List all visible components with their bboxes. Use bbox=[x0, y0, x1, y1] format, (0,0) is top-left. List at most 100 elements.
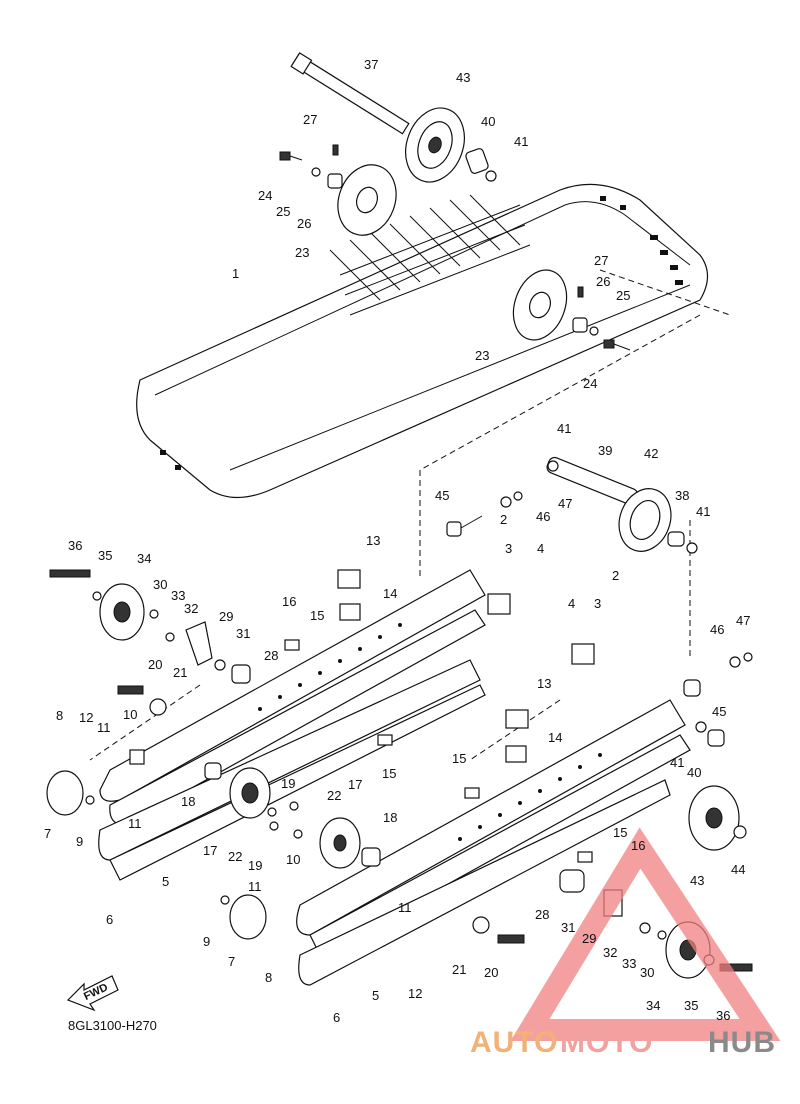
rear-axle-group bbox=[446, 456, 698, 554]
idler-wheel-42 bbox=[618, 488, 672, 552]
callout-18-2: 18 bbox=[383, 810, 397, 825]
callout-6-2: 6 bbox=[333, 1010, 340, 1025]
callout-13: 13 bbox=[366, 533, 380, 548]
callout-26: 26 bbox=[297, 216, 311, 231]
callout-5: 5 bbox=[162, 874, 169, 889]
idler-wheel-23-top bbox=[337, 164, 397, 236]
watermark-moto: MOTO bbox=[560, 1026, 653, 1059]
callout-19: 19 bbox=[281, 776, 295, 791]
left-slide-rail bbox=[98, 569, 486, 881]
right-slide-rail bbox=[296, 699, 691, 986]
callout-8-2: 8 bbox=[265, 970, 272, 985]
callout-29: 29 bbox=[219, 609, 233, 624]
callout-14-2: 14 bbox=[548, 730, 562, 745]
callout-14: 14 bbox=[383, 586, 397, 601]
callout-43: 43 bbox=[456, 70, 470, 85]
callout-21: 21 bbox=[173, 665, 187, 680]
callout-3-2: 3 bbox=[594, 596, 601, 611]
callout-26-2: 26 bbox=[596, 274, 610, 289]
callout-36-2: 36 bbox=[716, 1008, 730, 1023]
callout-32: 32 bbox=[184, 601, 198, 616]
callout-15-3: 15 bbox=[452, 751, 466, 766]
callout-31-2: 31 bbox=[561, 920, 575, 935]
watermark-logo bbox=[510, 827, 781, 1041]
callout-35-2: 35 bbox=[684, 998, 698, 1013]
callout-30: 30 bbox=[153, 577, 167, 592]
callout-46: 46 bbox=[536, 509, 550, 524]
callout-11-4: 11 bbox=[398, 900, 412, 915]
idler-wheel-43-top bbox=[405, 107, 465, 183]
callout-7: 7 bbox=[44, 826, 51, 841]
callout-3: 3 bbox=[505, 541, 512, 556]
callout-9-2: 9 bbox=[203, 934, 210, 949]
pin-27-top bbox=[332, 144, 339, 156]
watermark-auto: AUTO bbox=[470, 1026, 558, 1059]
callout-29-2: 29 bbox=[582, 931, 596, 946]
callout-44: 44 bbox=[731, 862, 745, 877]
callout-4: 4 bbox=[537, 541, 544, 556]
callout-5-2: 5 bbox=[372, 988, 379, 1003]
washer-25-top bbox=[311, 167, 321, 177]
watermark-hub: HUB bbox=[708, 1026, 776, 1059]
callout-8: 8 bbox=[56, 708, 63, 723]
callout-15-2: 15 bbox=[382, 766, 396, 781]
callout-7-2: 7 bbox=[228, 954, 235, 969]
callout-33-2: 33 bbox=[622, 956, 636, 971]
callout-15-4: 15 bbox=[613, 825, 627, 840]
callout-9: 9 bbox=[76, 834, 83, 849]
callout-24-2: 24 bbox=[583, 376, 597, 391]
callout-16-2: 16 bbox=[631, 838, 645, 853]
callout-10-2: 10 bbox=[286, 852, 300, 867]
collar-26-top bbox=[327, 173, 343, 189]
callout-30-2: 30 bbox=[640, 965, 654, 980]
upper-idler-group bbox=[279, 52, 497, 236]
shaft-37 bbox=[290, 52, 410, 135]
callout-4-2: 4 bbox=[568, 596, 575, 611]
callout-22: 22 bbox=[327, 788, 341, 803]
callout-11: 11 bbox=[97, 720, 111, 735]
callout-19-2: 19 bbox=[248, 858, 262, 873]
callout-27: 27 bbox=[303, 112, 317, 127]
left-small-parts bbox=[46, 569, 753, 979]
callout-10: 10 bbox=[123, 707, 137, 722]
callout-28: 28 bbox=[264, 648, 278, 663]
callout-38: 38 bbox=[675, 488, 689, 503]
idler-wheel-23-mid bbox=[512, 269, 631, 351]
callout-17: 17 bbox=[203, 843, 217, 858]
callout-1: 1 bbox=[232, 266, 239, 281]
callout-20-2: 20 bbox=[484, 965, 498, 980]
callout-11-2: 11 bbox=[128, 816, 142, 831]
callout-39: 39 bbox=[598, 443, 612, 458]
callout-12-2: 12 bbox=[408, 986, 422, 1001]
callout-22-2: 22 bbox=[228, 849, 242, 864]
callout-2-2: 2 bbox=[612, 568, 619, 583]
callout-35: 35 bbox=[98, 548, 112, 563]
callout-25-2: 25 bbox=[616, 288, 630, 303]
collar-40 bbox=[465, 148, 489, 174]
callout-12: 12 bbox=[79, 710, 93, 725]
callout-34: 34 bbox=[137, 551, 151, 566]
callout-18: 18 bbox=[181, 794, 195, 809]
callout-6: 6 bbox=[106, 912, 113, 927]
callout-40: 40 bbox=[481, 114, 495, 129]
callout-47: 47 bbox=[558, 496, 572, 511]
callout-20: 20 bbox=[148, 657, 162, 672]
callout-24: 24 bbox=[258, 188, 272, 203]
callout-40-2: 40 bbox=[687, 765, 701, 780]
callout-36: 36 bbox=[68, 538, 82, 553]
callout-13-2: 13 bbox=[537, 676, 551, 691]
callout-27-2: 27 bbox=[594, 253, 608, 268]
callout-42: 42 bbox=[644, 446, 658, 461]
callout-21-2: 21 bbox=[452, 962, 466, 977]
callout-41-4: 41 bbox=[670, 755, 684, 770]
callout-41: 41 bbox=[514, 134, 528, 149]
callout-28-2: 28 bbox=[535, 907, 549, 922]
callout-31: 31 bbox=[236, 626, 250, 641]
fwd-arrow-icon bbox=[66, 975, 119, 1012]
nut-41-top bbox=[485, 170, 497, 182]
callout-15: 15 bbox=[310, 608, 324, 623]
callout-43-2: 43 bbox=[690, 873, 704, 888]
diagram-caption: 8GL3100-H270 bbox=[68, 1018, 157, 1033]
bolt-24-top bbox=[279, 151, 303, 161]
